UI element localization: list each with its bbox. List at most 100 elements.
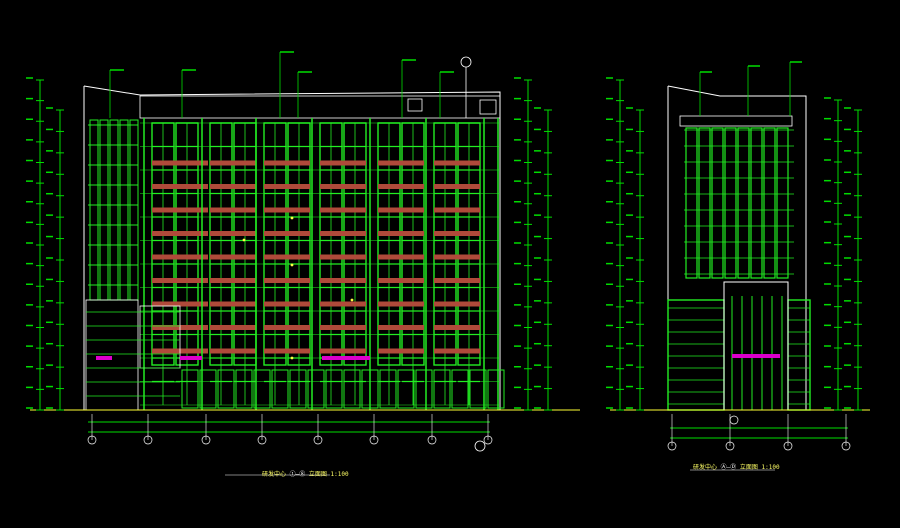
grid-axis-bubble-icon: [201, 435, 211, 445]
tower-window-column: [129, 119, 139, 301]
grid-axis-bubble-icon: [257, 435, 267, 445]
grid-axis-bubble-icon: [474, 440, 486, 452]
spandrel-band: [210, 160, 256, 166]
side-window-column: [737, 127, 750, 279]
highlight-band: [732, 354, 780, 358]
storefront-bay: [379, 369, 397, 409]
spandrel-band: [264, 301, 310, 307]
side-wing-left: [667, 299, 725, 411]
spandrel-band: [152, 160, 208, 166]
spandrel-band: [434, 254, 480, 260]
grid-axis-bubble-icon: [87, 435, 97, 445]
side-window-column: [750, 127, 763, 279]
spandrel-band: [152, 207, 208, 213]
storefront-bay: [253, 369, 271, 409]
side-parapet: [679, 115, 793, 127]
storefront-bay: [397, 369, 415, 409]
tower-window-column: [109, 119, 119, 301]
caption-scale: 立面图 1:100: [739, 464, 780, 471]
storefront-bay: [415, 369, 433, 409]
spandrel-band: [378, 207, 424, 213]
caption-axis: ①—⑧: [289, 471, 306, 478]
spandrel-band: [320, 160, 366, 166]
spandrel-band: [320, 184, 366, 189]
tower-window-column: [119, 119, 129, 301]
grid-axis-bubble-icon: [369, 435, 379, 445]
accent-dot: [290, 356, 294, 360]
side-roof-outline: [667, 85, 807, 410]
caption-axis: Ⓐ—Ⓓ: [720, 464, 737, 471]
side-window-column: [685, 127, 698, 279]
front-elevation-caption: 研发中心 ①—⑧ 立面图 1:100: [262, 472, 349, 478]
spandrel-band: [434, 231, 480, 236]
spandrel-band: [210, 301, 256, 307]
spandrel-band: [378, 231, 424, 236]
side-window-column: [776, 127, 789, 279]
spandrel-band: [264, 254, 310, 260]
spandrel-band: [320, 254, 366, 260]
grid-axis-bubble-icon: [725, 441, 735, 451]
podium-block: [85, 299, 139, 411]
spandrel-band: [210, 231, 256, 236]
grid-axis-bubble-icon: [460, 56, 472, 68]
spandrel-band: [434, 278, 480, 283]
storefront-bay: [271, 369, 289, 409]
grid-axis-bubble-icon: [667, 441, 677, 451]
grid-axis-bubble-icon: [427, 435, 437, 445]
spandrel-band: [264, 207, 310, 213]
spandrel-band: [378, 325, 424, 330]
spandrel-band: [152, 184, 208, 189]
storefront-bay: [217, 369, 235, 409]
spandrel-band: [264, 231, 310, 236]
storefront-bay: [343, 369, 361, 409]
front-elevation: [30, 85, 580, 411]
storefront-bay: [199, 369, 217, 409]
storefront-bay: [433, 369, 451, 409]
grid-axis-bubble-icon: [483, 435, 493, 445]
spandrel-band: [320, 348, 366, 354]
dimension-annotations: [26, 51, 862, 476]
spandrel-band: [378, 348, 424, 354]
spandrel-band: [210, 325, 256, 330]
side-elevation-caption: 研发中心 Ⓐ—Ⓓ 立面图 1:100: [693, 465, 780, 471]
spandrel-band: [378, 254, 424, 260]
spandrel-band: [210, 184, 256, 189]
accent-dot: [290, 263, 294, 267]
spandrel-band: [434, 207, 480, 213]
storefront-bay: [289, 369, 307, 409]
parapet: [139, 95, 501, 119]
spandrel-band: [152, 301, 208, 307]
spandrel-band: [320, 207, 366, 213]
grid-axis-bubble-icon: [783, 441, 793, 451]
side-window-column: [711, 127, 724, 279]
spandrel-band: [210, 348, 256, 354]
roof-equipment: [479, 99, 497, 115]
spandrel-band: [320, 278, 366, 283]
spandrel-band: [152, 278, 208, 283]
storefront-bay: [181, 369, 199, 409]
highlight-band: [322, 356, 370, 360]
spandrel-band: [378, 160, 424, 166]
grid-axis-bubble-icon: [313, 435, 323, 445]
highlight-band: [96, 356, 112, 360]
entrance-portal: [723, 281, 789, 411]
grid-axis-bubble-icon: [143, 435, 153, 445]
accent-dot: [290, 216, 294, 220]
spandrel-band: [434, 325, 480, 330]
storefront-bay: [361, 369, 379, 409]
storefront-bay: [487, 369, 505, 409]
side-window-column: [698, 127, 711, 279]
storefront-bay: [235, 369, 253, 409]
spandrel-band: [264, 160, 310, 166]
roof-outline: [83, 85, 501, 410]
caption-title: 研发中心: [262, 471, 287, 478]
spandrel-band: [434, 301, 480, 307]
spandrel-band: [152, 254, 208, 260]
spandrel-band: [434, 348, 480, 354]
spandrel-band: [434, 184, 480, 189]
spandrel-band: [210, 254, 256, 260]
caption-scale: 立面图 1:100: [308, 471, 349, 478]
roof-equipment: [407, 98, 423, 112]
storefront-bay: [307, 369, 325, 409]
